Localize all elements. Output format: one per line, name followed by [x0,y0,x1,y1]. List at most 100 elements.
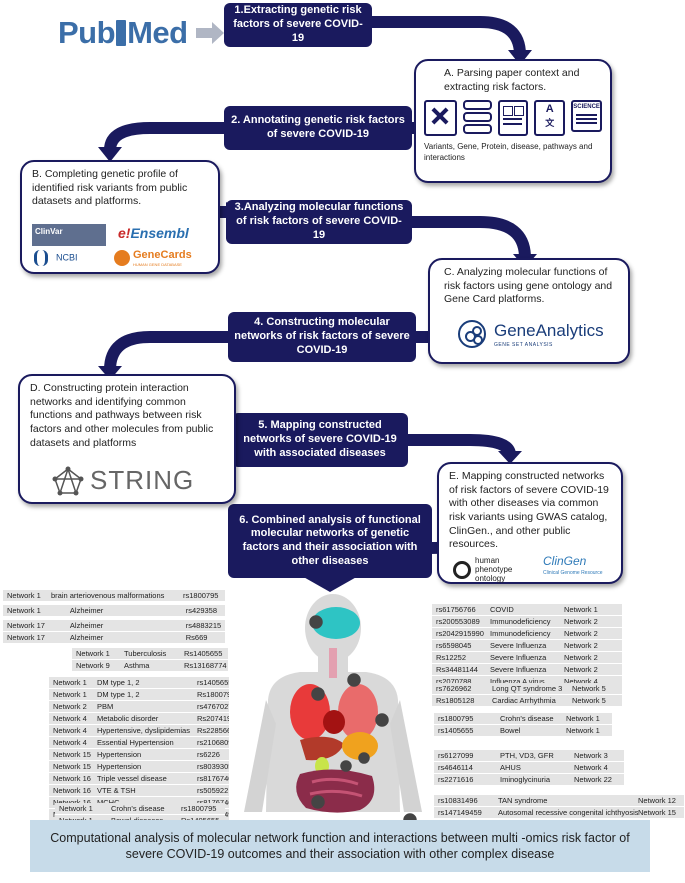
cell-a: Network 16 [53,774,91,783]
step-1: 1.Extracting genetic risk factors of sev… [224,3,372,47]
footer-text: Computational analysis of molecular netw… [50,830,630,861]
cell-b: Influenza A virus [490,677,545,686]
geneanalytics-label: GeneAnalytics [494,321,604,340]
cell-c: rs8039305 [197,762,229,771]
cell-a: Network 1 [53,690,87,699]
card-a-title: A. Parsing paper context and extracting … [444,67,580,93]
hpo-line2: phenotype [475,565,513,574]
card-d-title: D. Constructing protein interaction netw… [30,382,214,449]
cell-a: Network 15 [53,750,91,759]
cell-b: COVID [490,605,514,614]
cell-a: Network 15 [53,762,91,771]
cell-b: PBM [97,702,114,711]
card-e-title: E. Mapping constructed networks of risk … [449,470,609,551]
step-5: 5. Mapping constructed networks of sever… [232,413,408,467]
cell-b: Severe Influenza [490,665,547,674]
cell-a: rs2042915990 [436,629,484,638]
card-a-caption: Variants, Gene, Protein, disease, pathwa… [424,142,593,162]
ncbi-label: NCBI [56,252,78,263]
cell-network: Network 1 [7,606,41,615]
cell-c: rs505922 [197,786,229,795]
cell-a: Network 16 [53,786,91,795]
cell-a: rs1800795 [438,714,474,723]
cell-a: Rs34481144 [436,665,478,674]
ensembl-label: Ensembl [130,225,189,241]
cell-a: rs4646114 [438,763,473,772]
step-5-label: 5. Mapping constructed networks of sever… [243,419,397,459]
clingen-logo: ClinGen Clinical Genome Resource [543,554,602,576]
cell-c: Network 4 [564,677,598,686]
cell-b: AHUS [500,763,521,772]
string-network-icon [52,466,84,496]
cell-c: Network 2 [564,617,598,626]
cell-c: rs1800795 [181,804,217,813]
virus-particles [309,615,417,827]
cell-b: Hypertensive, dyslipidemias [97,726,190,735]
cell-c: Network 1 [564,605,598,614]
cell-b: DM type 1, 2 [97,690,140,699]
cell-b: PTH, VD3, GFR [500,751,554,760]
cell-c: Rs2285666 [197,726,229,735]
table-row: Network 1 Tuberculosis Rs1405655 [72,648,228,660]
science-journal-icon: SCIENCE [571,100,602,133]
cell-a: Rs12252 [436,653,467,662]
cell-a: Network 1 [59,804,93,813]
cell-c: Network 4 [574,763,608,772]
cell-b: Hypertension [97,750,142,759]
cell-network: Network 1 [76,649,110,658]
cell-b: Cardiac Arrhythmia [492,696,556,705]
cell-c: Rs1800795 [197,690,229,699]
clingen-sub: Clinical Genome Resource [543,569,603,576]
cell-b: Bowel [500,726,521,735]
step-4-label: 4. Constructing molecular networks of ri… [234,316,410,356]
database-icon [462,100,492,135]
cell-disease: Asthma [124,661,150,670]
hpo-icon [453,560,471,579]
cell-disease: Alzheimer [69,621,104,630]
cell-variant: Rs1405655 [184,649,223,658]
cell-b: Immunodeficiency [490,629,551,638]
card-d: D. Constructing protein interaction netw… [18,374,236,504]
cell-variant: rs1800795 [183,591,219,600]
clinvar-label: ClinVar [35,227,63,236]
cell-b: TAN syndrome [498,796,548,805]
cell-disease: Tuberculosis [124,649,167,658]
cell-b: Long QT syndrome 3 [492,684,563,693]
geneanalytics-sub: GENE SET ANALYSIS [494,342,553,349]
cell-c: rs4767027 [197,702,229,711]
cell-c: rs2106809 [197,738,229,747]
cell-b: Iminoglycinuria [500,775,551,784]
cell-network: Network 17 [7,621,45,630]
cell-a: rs2070788 [436,677,472,686]
genecards-label: GeneCards [133,249,192,261]
cell-b: Crohn's disease [111,804,165,813]
step-4: 4. Constructing molecular networks of ri… [228,312,416,362]
